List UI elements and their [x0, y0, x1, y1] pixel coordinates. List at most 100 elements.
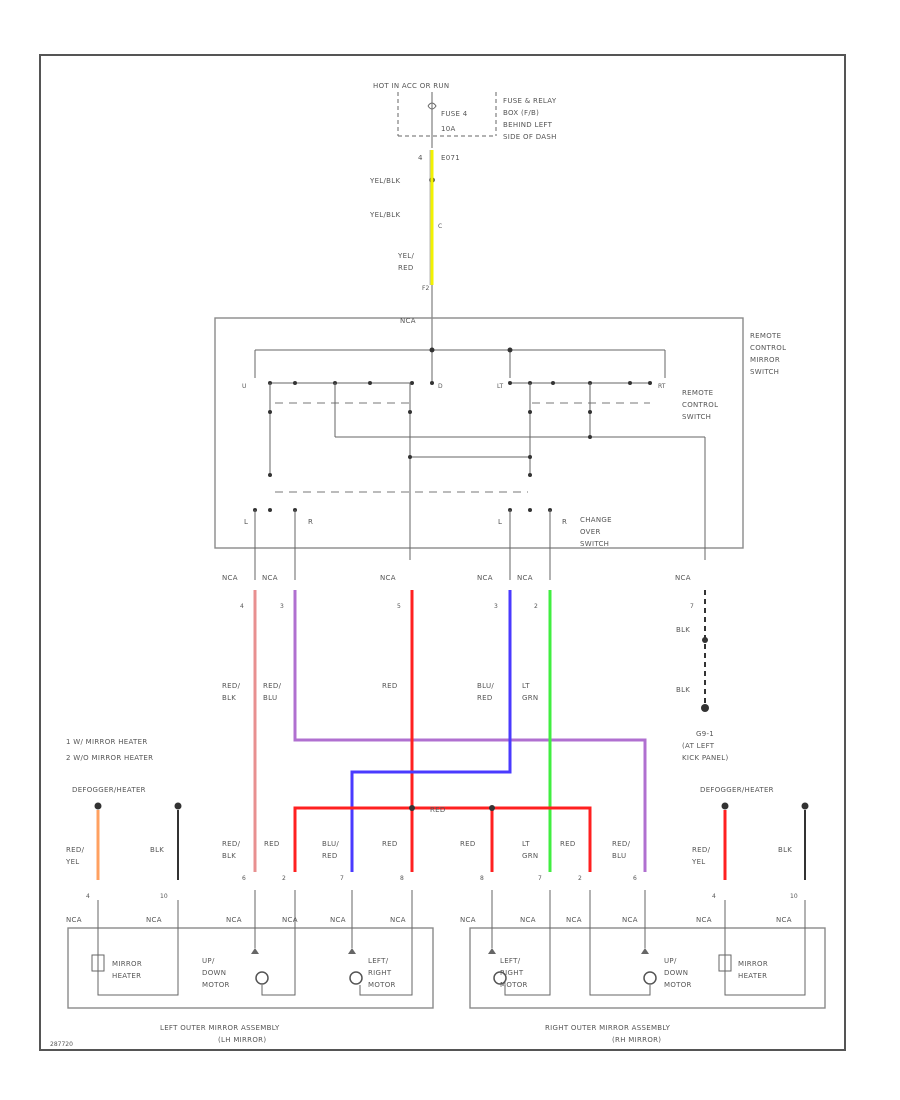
svg-text:BLK: BLK [222, 852, 236, 860]
power-source-label: HOT IN ACC OR RUN [373, 82, 449, 90]
left-assembly-wire-labels: RED/ YEL BLK RED/ BLK RED BLU/ RED RED [65, 840, 397, 866]
right-mirror-heater-icon [718, 954, 732, 972]
change-over-r-right: R [562, 518, 567, 526]
harness-pin-1: 4 [240, 603, 244, 610]
left-assembly-internals [97, 890, 413, 996]
svg-text:CONTROL: CONTROL [750, 344, 786, 352]
svg-text:BLK: BLK [778, 846, 792, 854]
harness-nca-5: NCA [517, 574, 533, 582]
svg-text:NCA: NCA [696, 916, 712, 924]
svg-text:LT: LT [497, 383, 504, 390]
svg-text:LEFT/: LEFT/ [500, 957, 521, 965]
svg-text:4: 4 [712, 893, 716, 900]
change-over-l-right: L [498, 518, 502, 526]
svg-text:RED: RED [264, 840, 280, 848]
left-updown-motor-label: UP/ DOWN MOTOR [202, 957, 230, 989]
harness-nca-2: NCA [262, 574, 278, 582]
svg-text:LT: LT [522, 682, 530, 690]
left-leftright-motor-icon [349, 971, 363, 985]
svg-text:U: U [242, 383, 246, 390]
svg-text:RED/: RED/ [692, 846, 711, 854]
svg-text:BLU: BLU [612, 852, 626, 860]
connector-e071-label: E071 [441, 154, 460, 162]
svg-text:NCA: NCA [66, 916, 82, 924]
change-over-switch-label: CHANGE OVER SWITCH [580, 516, 612, 548]
harness-nca-1: NCA [222, 574, 238, 582]
svg-text:MOTOR: MOTOR [202, 981, 230, 989]
wire-label-yel-blk-2: YEL/BLK [369, 211, 400, 219]
wire-label-yel-red-1: YEL/ [397, 252, 414, 260]
svg-text:RIGHT OUTER MIRROR ASSEMBLY: RIGHT OUTER MIRROR ASSEMBLY [545, 1024, 671, 1032]
svg-text:RED/: RED/ [612, 840, 631, 848]
svg-text:BLU: BLU [263, 694, 277, 702]
svg-text:RT: RT [658, 383, 666, 390]
harness-pin-4: 3 [494, 603, 498, 610]
ground-g9-1-label: G9-1 (AT LEFT KICK PANEL) [682, 730, 728, 762]
harness-nca-6: NCA [675, 574, 691, 582]
svg-text:RED/: RED/ [263, 682, 282, 690]
svg-text:LEFT OUTER MIRROR ASSEMBLY: LEFT OUTER MIRROR ASSEMBLY [160, 1024, 280, 1032]
change-over-l-left: L [244, 518, 248, 526]
svg-text:SWITCH: SWITCH [682, 413, 711, 421]
svg-text:BOX (F/B): BOX (F/B) [503, 109, 539, 117]
svg-text:MIRROR: MIRROR [738, 960, 768, 968]
svg-text:RED: RED [382, 682, 398, 690]
svg-text:NCA: NCA [566, 916, 582, 924]
svg-text:BLK: BLK [222, 694, 236, 702]
right-mirror-heater-label: MIRROR HEATER [738, 960, 768, 980]
change-over-r-left: R [308, 518, 313, 526]
svg-text:NCA: NCA [146, 916, 162, 924]
svg-text:NCA: NCA [460, 916, 476, 924]
svg-text:RED/: RED/ [222, 840, 241, 848]
svg-text:7: 7 [340, 875, 344, 882]
svg-text:HEATER: HEATER [112, 972, 141, 980]
right-updown-motor-icon [643, 971, 657, 985]
harness-wire-labels: RED/ BLK RED/ BLU RED BLU/ RED LT GRN BL… [222, 626, 690, 702]
svg-text:BLU/: BLU/ [477, 682, 494, 690]
left-outer-mirror-assembly-label: LEFT OUTER MIRROR ASSEMBLY (LH MIRROR) [160, 1024, 280, 1044]
svg-text:4: 4 [86, 893, 90, 900]
right-outer-mirror-assembly-label: RIGHT OUTER MIRROR ASSEMBLY (RH MIRROR) [545, 1024, 671, 1044]
left-outer-mirror-assembly-box [67, 927, 434, 1009]
harness-pin-3: 5 [397, 603, 401, 610]
svg-text:6: 6 [633, 875, 637, 882]
left-connector-pins: 4 10 6 2 7 8 [86, 875, 404, 900]
svg-text:MIRROR: MIRROR [750, 356, 780, 364]
left-updown-motor-arrow-icon [251, 948, 259, 954]
svg-text:OVER: OVER [580, 528, 601, 536]
svg-text:REMOTE: REMOTE [682, 389, 713, 397]
svg-text:7: 7 [538, 875, 542, 882]
svg-text:MIRROR: MIRROR [112, 960, 142, 968]
right-leftright-motor-label: LEFT/ RIGHT MOTOR [500, 957, 527, 989]
svg-text:GRN: GRN [522, 852, 538, 860]
svg-text:10: 10 [790, 893, 798, 900]
switch-top-nca: NCA [400, 317, 416, 325]
svg-text:CONTROL: CONTROL [682, 401, 718, 409]
diagram-id: 287720 [50, 1041, 73, 1048]
svg-text:(AT LEFT: (AT LEFT [682, 742, 715, 750]
wire-label-yel-red-2: RED [398, 264, 414, 272]
svg-text:DOWN: DOWN [664, 969, 688, 977]
svg-text:BEHIND LEFT: BEHIND LEFT [503, 121, 553, 129]
fuse-block-label: FUSE & RELAY BOX (F/B) BEHIND LEFT SIDE … [503, 97, 557, 141]
svg-text:BLK: BLK [150, 846, 164, 854]
harness-nca-3: NCA [380, 574, 396, 582]
svg-text:6: 6 [242, 875, 246, 882]
wire-label-yel-blk-1: YEL/BLK [369, 177, 400, 185]
svg-text:RED: RED [560, 840, 576, 848]
left-leftright-motor-label: LEFT/ RIGHT MOTOR [368, 957, 395, 989]
top-pin-number: 4 [418, 154, 423, 162]
svg-text:RED/: RED/ [66, 846, 85, 854]
svg-text:RED/: RED/ [222, 682, 241, 690]
harness-nca-4: NCA [477, 574, 493, 582]
svg-text:SWITCH: SWITCH [750, 368, 779, 376]
defogger-leads [94, 802, 809, 880]
left-mirror-heater-icon [91, 954, 105, 972]
svg-text:NCA: NCA [520, 916, 536, 924]
svg-text:RED: RED [322, 852, 338, 860]
svg-text:10: 10 [160, 893, 168, 900]
svg-text:NCA: NCA [776, 916, 792, 924]
svg-text:SWITCH: SWITCH [580, 540, 609, 548]
harness-wires [253, 510, 709, 872]
svg-text:RIGHT: RIGHT [500, 969, 524, 977]
